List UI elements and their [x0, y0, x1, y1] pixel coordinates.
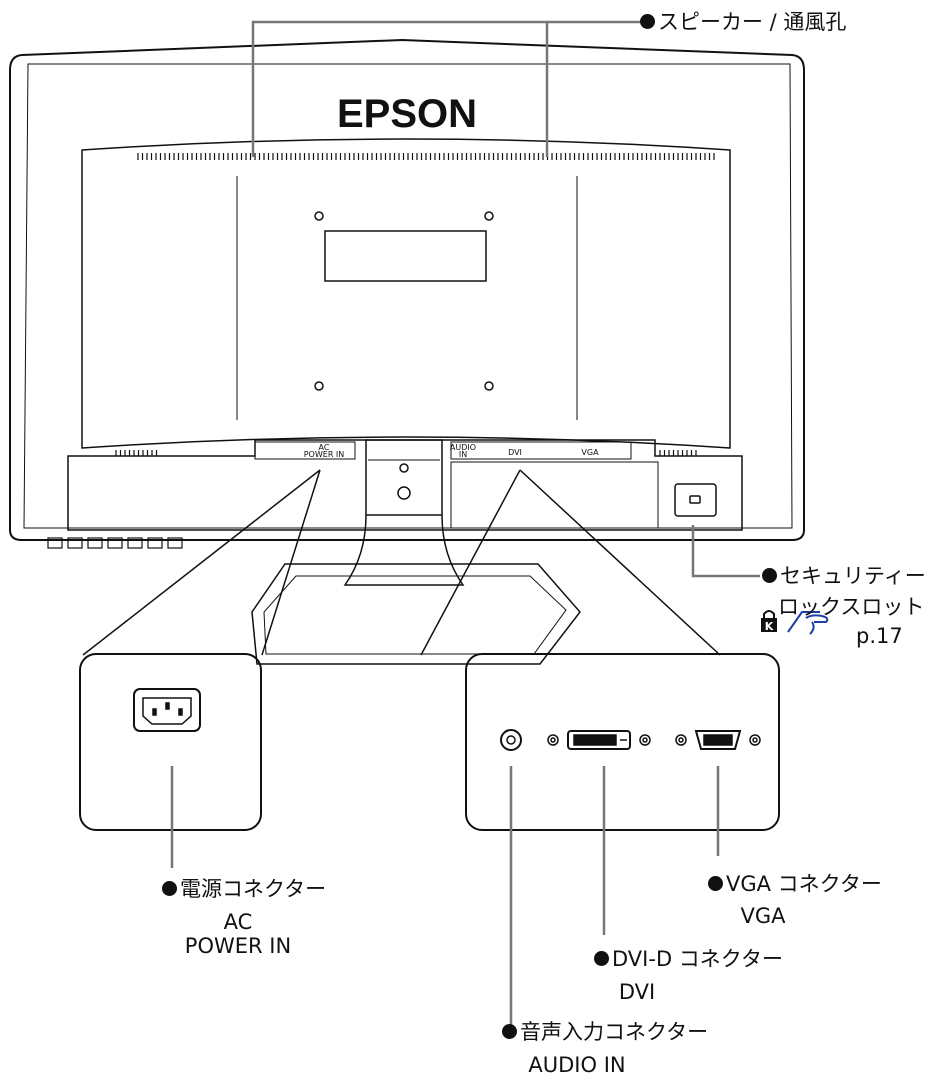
io-panel-label-box: [450, 441, 632, 460]
speaker-callout: スピーカー / 通風孔: [640, 9, 846, 35]
rear-housing: [81, 138, 731, 449]
ac-inlet: [133, 688, 201, 732]
dvi-callout: DVI-D コネクター: [594, 946, 783, 972]
audio-panel-label-line1: AUDIO: [450, 443, 476, 452]
dvi-sub: DVI: [618, 980, 656, 1004]
vga-connector: [694, 730, 742, 750]
power-panel-label-line1: AC: [319, 443, 330, 452]
monitor-frame: [9, 38, 805, 541]
security-slot: [689, 495, 701, 504]
dvi-panel-label: DVI: [508, 448, 522, 457]
audio-callout: 音声入力コネクター: [502, 1019, 708, 1045]
stand-base: [251, 563, 581, 665]
bullet-icon: [708, 876, 723, 891]
power-panel-label-line2: POWER IN: [304, 450, 345, 459]
kensington-lock-icon: K: [761, 610, 777, 633]
speaker-vents: [115, 153, 715, 456]
vesa-plate: [324, 230, 487, 282]
security-callout: セキュリティー: [762, 563, 926, 589]
audio-jack: [500, 729, 522, 751]
security-callout-line2: ロックスロット: [778, 595, 925, 619]
monitor-inner-frame: [23, 63, 793, 529]
bullet-icon: [162, 881, 177, 896]
io-panel: [450, 461, 659, 529]
security-page-ref: p.17: [856, 624, 903, 648]
vga-panel-label: VGA: [581, 448, 599, 457]
power-detail-panel: [79, 653, 262, 831]
power-sub-line2: POWER IN: [184, 934, 292, 958]
power-callout: 電源コネクター: [162, 876, 326, 902]
svg-text:K: K: [765, 620, 774, 633]
power-panel-label-box: [254, 441, 356, 460]
bullet-icon: [640, 14, 655, 29]
reference-hand-icon: [787, 611, 829, 635]
vga-sub: VGA: [740, 904, 786, 928]
io-detail-panel: [465, 653, 780, 831]
bullet-icon: [594, 951, 609, 966]
audio-panel-label-line2: IN: [459, 450, 467, 459]
bullet-icon: [502, 1024, 517, 1039]
audio-sub: AUDIO IN: [528, 1053, 626, 1077]
brand-logo: EPSON: [337, 92, 477, 136]
security-leader: [691, 525, 760, 578]
power-sub-line1: AC: [223, 910, 253, 934]
speaker-leader: [251, 20, 640, 157]
dvi-connector: [567, 730, 631, 750]
vga-callout: VGA コネクター: [708, 871, 882, 897]
bullet-icon: [762, 568, 777, 583]
